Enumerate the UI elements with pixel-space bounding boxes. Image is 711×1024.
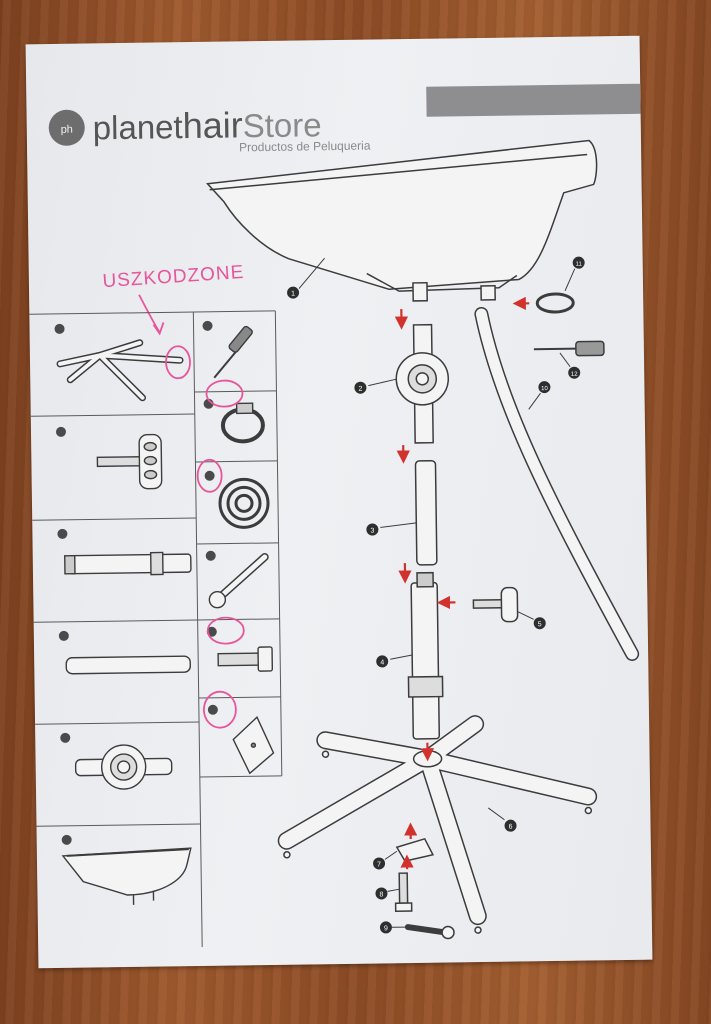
base-drawing	[277, 715, 598, 934]
svg-text:planethairStore: planethairStore	[92, 103, 321, 147]
svg-text:11: 11	[576, 262, 583, 268]
svg-text:3: 3	[370, 528, 374, 535]
assembly-arrows	[394, 296, 530, 870]
cell-number-12	[202, 320, 213, 331]
screwdriver-drawing	[533, 347, 576, 351]
basin-drawing	[205, 139, 598, 291]
svg-text:4: 4	[380, 659, 384, 666]
brand-name-planet: planet	[92, 108, 182, 146]
logo-badge	[48, 109, 85, 146]
callout-8: 8	[375, 887, 388, 900]
bolt-drawing	[398, 872, 409, 904]
cell-number-2	[60, 732, 71, 743]
parts-list-grid	[29, 310, 283, 947]
assembly-diagram: ph planethairStore Productos de Peluquer…	[29, 83, 641, 947]
knob-drawing	[472, 598, 505, 609]
brand-name-hair: hair	[182, 104, 243, 146]
callout-9: 9	[379, 921, 392, 934]
instruction-sheet: ph planethairStore Productos de Peluquer…	[25, 35, 653, 969]
callout-2: 2	[354, 381, 367, 394]
logo-badge-text: ph	[61, 124, 73, 136]
brand-tagline: Productos de Peluqueria	[239, 139, 371, 155]
cell-number-9	[205, 550, 216, 561]
svg-text:6: 6	[509, 824, 513, 831]
wrench-drawing	[404, 924, 450, 936]
header-grey-bar	[426, 83, 641, 117]
wrench-thumbnail-icon	[208, 553, 269, 609]
damage-highlight-circles	[165, 345, 245, 729]
cell-number-7	[207, 704, 218, 715]
callout-12: 12	[568, 366, 581, 379]
callout-1: 1	[287, 286, 300, 299]
tube-drawing	[414, 459, 438, 566]
knob-thumbnail-icon	[96, 433, 163, 490]
clamp-thumbnail-icon	[74, 744, 173, 790]
column-thumbnail-icon	[64, 551, 192, 576]
svg-text:9: 9	[384, 925, 388, 932]
cell-number-1	[61, 834, 72, 845]
bolt-thumbnail-icon	[217, 646, 274, 672]
brand-header: ph planethairStore Productos de Peluquer…	[48, 83, 641, 155]
handwritten-arrow	[138, 294, 161, 333]
callout-6: 6	[504, 819, 517, 832]
callout-4: 4	[376, 655, 389, 668]
plate-drawing	[395, 837, 435, 862]
svg-text:5: 5	[538, 621, 542, 628]
callout-11: 11	[572, 256, 585, 269]
callout-5: 5	[533, 617, 546, 630]
hose-clamp-thumbnail-icon	[220, 402, 265, 444]
brand-name-store: Store	[242, 106, 321, 144]
cell-number-4	[57, 528, 68, 539]
column-drawing	[410, 581, 441, 740]
hose-coil-thumbnail-icon	[218, 477, 270, 529]
callout-labels: 1 2 3 4 5 6 7 8 9 10 11 12	[287, 256, 585, 934]
cell-number-6	[54, 323, 65, 334]
svg-text:10: 10	[541, 386, 548, 392]
svg-text:2: 2	[358, 386, 362, 393]
callout-7: 7	[373, 857, 386, 870]
svg-text:12: 12	[571, 372, 578, 378]
base-thumbnail-icon	[56, 339, 184, 402]
cell-number-3	[58, 630, 69, 641]
cell-number-10	[204, 470, 215, 481]
cell-number-5	[55, 426, 66, 437]
callout-3: 3	[366, 523, 379, 536]
callout-10: 10	[538, 381, 551, 394]
svg-text:7: 7	[377, 861, 381, 868]
plate-thumbnail-icon	[232, 715, 275, 775]
hose-clamp-drawing	[535, 292, 575, 314]
svg-text:8: 8	[379, 891, 383, 898]
tube-thumbnail-icon	[65, 655, 191, 675]
basin-thumbnail-icon	[61, 847, 192, 905]
screwdriver-thumbnail-icon	[213, 325, 253, 379]
svg-text:1: 1	[291, 291, 295, 298]
basin-drain-pipe	[412, 281, 428, 302]
main-assembly-drawing	[205, 139, 640, 940]
handwritten-damaged-note: USZKODZONE	[102, 262, 245, 292]
